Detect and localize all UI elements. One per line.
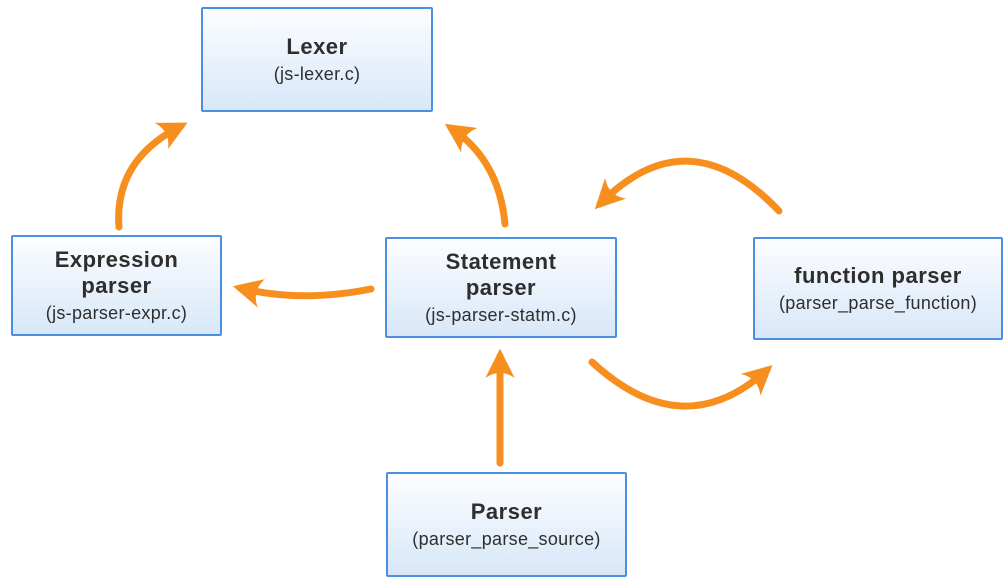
node-lexer: Lexer (js-lexer.c) xyxy=(201,7,433,112)
node-parser: Parser (parser_parse_source) xyxy=(386,472,627,577)
node-lexer-title: Lexer xyxy=(286,33,348,59)
arrow-statement-parser-to-function-parser xyxy=(588,358,773,410)
node-lexer-subtitle: (js-lexer.c) xyxy=(273,63,361,84)
node-expression-parser-subtitle: (js-parser-expr.c) xyxy=(45,302,188,323)
node-function-parser-title: function parser xyxy=(794,262,962,288)
node-statement-parser-subtitle: (js-parser-statm.c) xyxy=(425,304,577,325)
node-parser-subtitle: (parser_parse_source) xyxy=(412,528,601,549)
node-statement-parser: Statement parser (js-parser-statm.c) xyxy=(385,237,617,338)
arrow-function-parser-to-statement-parser xyxy=(594,157,783,215)
node-parser-title: Parser xyxy=(470,498,543,524)
node-statement-parser-title: Statement parser xyxy=(445,248,557,300)
node-expression-parser: Expression parser (js-parser-expr.c) xyxy=(11,235,222,336)
arrow-statement-parser-to-lexer xyxy=(444,123,509,228)
arrow-statement-parser-to-expression-parser xyxy=(232,279,375,308)
node-function-parser: function parser (parser_parse_function) xyxy=(753,237,1003,340)
node-function-parser-subtitle: (parser_parse_function) xyxy=(778,292,977,313)
arrow-expression-parser-to-lexer xyxy=(115,122,188,231)
node-expression-parser-title: Expression parser xyxy=(54,246,179,298)
